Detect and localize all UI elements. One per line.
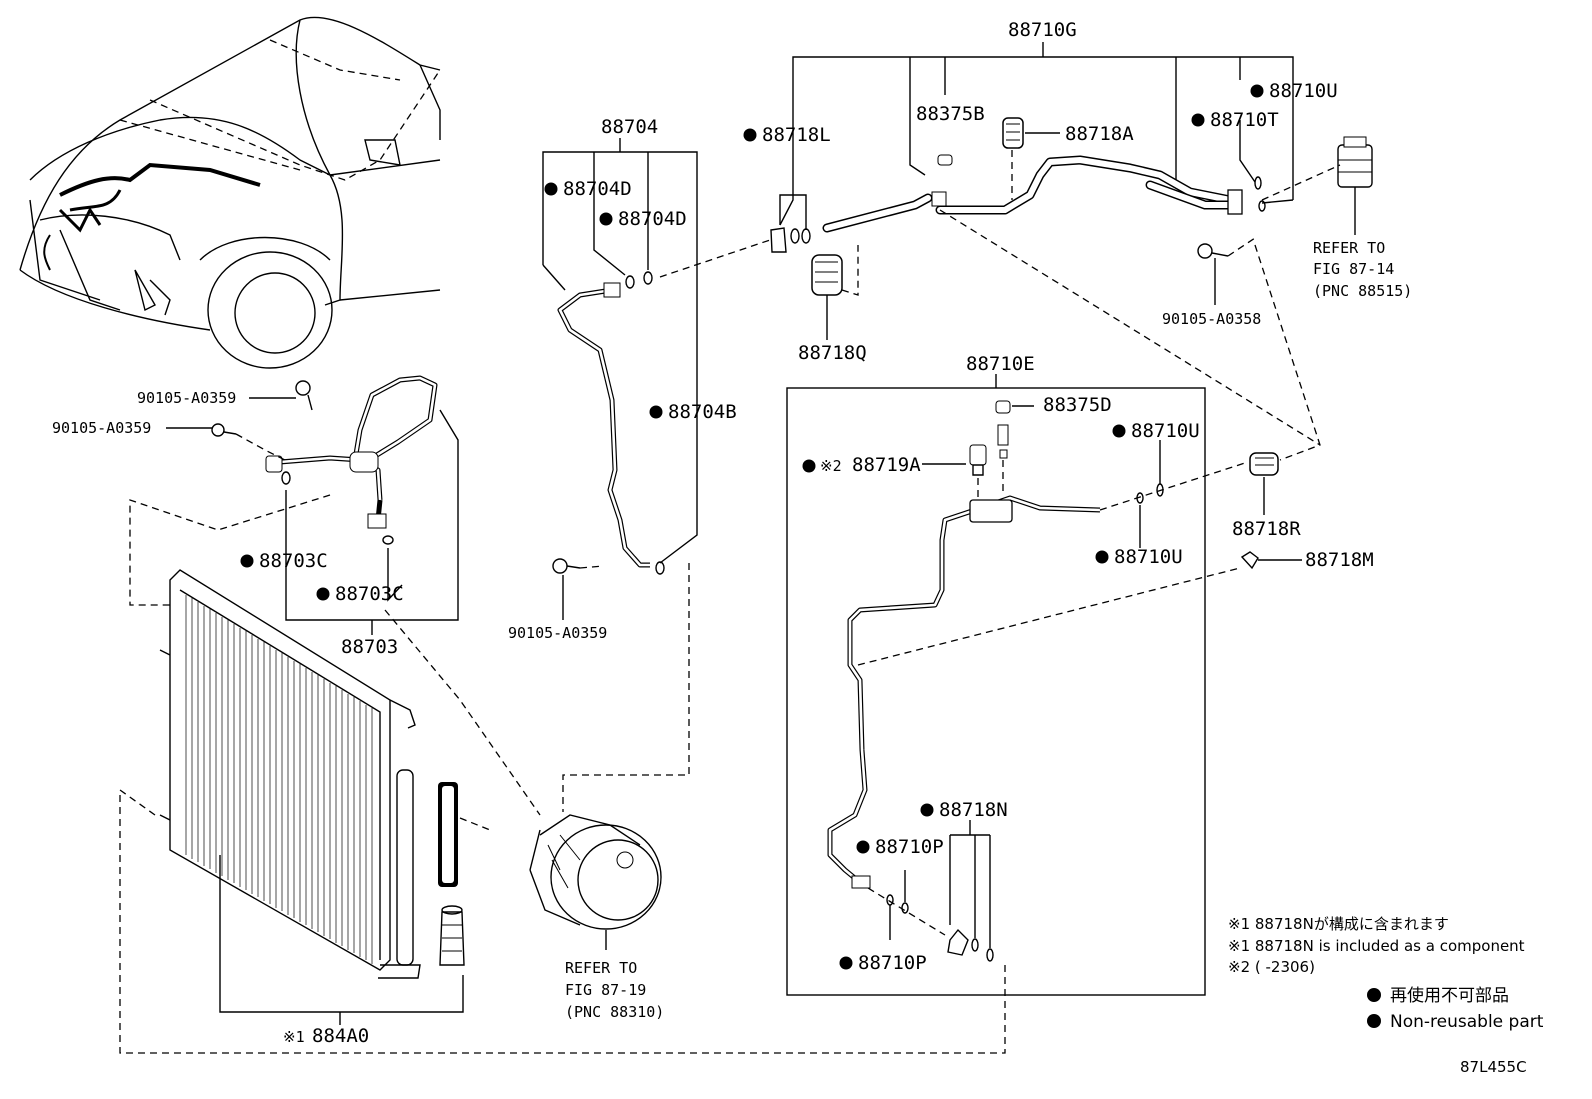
label-88719a: 88719A	[852, 454, 921, 476]
non-reusable-mark	[743, 128, 757, 142]
label-footnote-mark-1: ※1	[283, 1028, 305, 1046]
footnote-2: ※2 ( -2306)	[1228, 958, 1315, 976]
label-88703c-b: 88703C	[335, 583, 404, 605]
part-labels: 88710G 88704 88718L 88375B 88718A 88710U…	[52, 19, 1412, 1047]
label-88710u-top: 88710U	[1269, 80, 1338, 102]
label-88703c-a: 88703C	[259, 550, 328, 572]
refer-line: REFER TO	[1313, 239, 1385, 257]
label-88718r: 88718R	[1232, 518, 1301, 540]
refer-line: (PNC 88310)	[565, 1003, 664, 1021]
footnote-1-jp: ※1 88718Nが構成に含まれます	[1228, 915, 1449, 933]
footnotes: ※1 88718Nが構成に含まれます ※1 88718N is included…	[1228, 915, 1525, 976]
group-88710g	[659, 42, 1373, 340]
non-reusable-mark	[856, 840, 870, 854]
label-88710p-a: 88710P	[875, 836, 944, 858]
label-88704d-b: 88704D	[618, 208, 687, 230]
label-88710p-b: 88710P	[858, 952, 927, 974]
figure-code: 87L455C	[1460, 1058, 1527, 1076]
condenser-assembly	[119, 569, 1006, 1054]
group-88704	[542, 138, 698, 812]
non-reusable-mark	[920, 803, 934, 817]
refer-line: FIG 87-19	[565, 981, 646, 999]
label-88710u-mid: 88710U	[1131, 420, 1200, 442]
label-88718m: 88718M	[1305, 549, 1374, 571]
label-88710u-low: 88710U	[1114, 546, 1183, 568]
legend: 再使用不可部品 Non-reusable part	[1367, 985, 1544, 1032]
label-88710t: 88710T	[1210, 109, 1279, 131]
label-88704: 88704	[601, 116, 658, 138]
compressor-illustration	[529, 814, 662, 950]
non-reusable-mark	[599, 212, 613, 226]
legend-dot-icon	[1367, 1014, 1381, 1028]
label-90105-a0359-b: 90105-A0359	[52, 419, 151, 437]
connector-parts-right	[939, 209, 1321, 570]
non-reusable-mark	[316, 587, 330, 601]
label-88375b: 88375B	[916, 103, 985, 125]
label-88710e: 88710E	[966, 353, 1035, 375]
refer-note-receiver: REFER TO FIG 87-14 (PNC 88515)	[1313, 239, 1412, 300]
label-88710g: 88710G	[1008, 19, 1077, 41]
label-88718a: 88718A	[1065, 123, 1134, 145]
non-reusable-mark	[1095, 550, 1109, 564]
non-reusable-mark	[649, 405, 663, 419]
footnote-1-en: ※1 88718N is included as a component	[1228, 937, 1525, 955]
non-reusable-mark	[1191, 113, 1205, 127]
label-90105-a0358: 90105-A0358	[1162, 310, 1261, 328]
non-reusable-mark	[802, 459, 816, 473]
legend-dot-icon	[1367, 988, 1381, 1002]
non-reusable-mark	[544, 182, 558, 196]
non-reusable-mark	[1112, 424, 1126, 438]
refer-note-compressor: REFER TO FIG 87-19 (PNC 88310)	[565, 959, 664, 1021]
label-88703: 88703	[341, 636, 398, 658]
label-88718l: 88718L	[762, 124, 831, 146]
label-88375d: 88375D	[1043, 394, 1112, 416]
non-reusable-mark	[839, 956, 853, 970]
legend-jp: 再使用不可部品	[1390, 985, 1509, 1006]
label-footnote-mark-2: ※2	[820, 457, 842, 475]
non-reusable-mark	[240, 554, 254, 568]
label-90105-a0359-a: 90105-A0359	[137, 389, 236, 407]
group-88710e	[786, 374, 1241, 996]
label-88704d-a: 88704D	[563, 178, 632, 200]
group-88703	[129, 375, 541, 816]
label-88718q: 88718Q	[798, 342, 867, 364]
label-88704b: 88704B	[668, 401, 737, 423]
label-88718n: 88718N	[939, 799, 1008, 821]
refer-line: FIG 87-14	[1313, 260, 1394, 278]
refer-line: (PNC 88515)	[1313, 282, 1412, 300]
refer-line: REFER TO	[565, 959, 637, 977]
label-884a0: 884A0	[312, 1025, 369, 1047]
legend-en: Non-reusable part	[1390, 1012, 1544, 1032]
non-reusable-mark	[1250, 84, 1264, 98]
label-90105-a0359-c: 90105-A0359	[508, 624, 607, 642]
vehicle-illustration	[19, 16, 441, 369]
